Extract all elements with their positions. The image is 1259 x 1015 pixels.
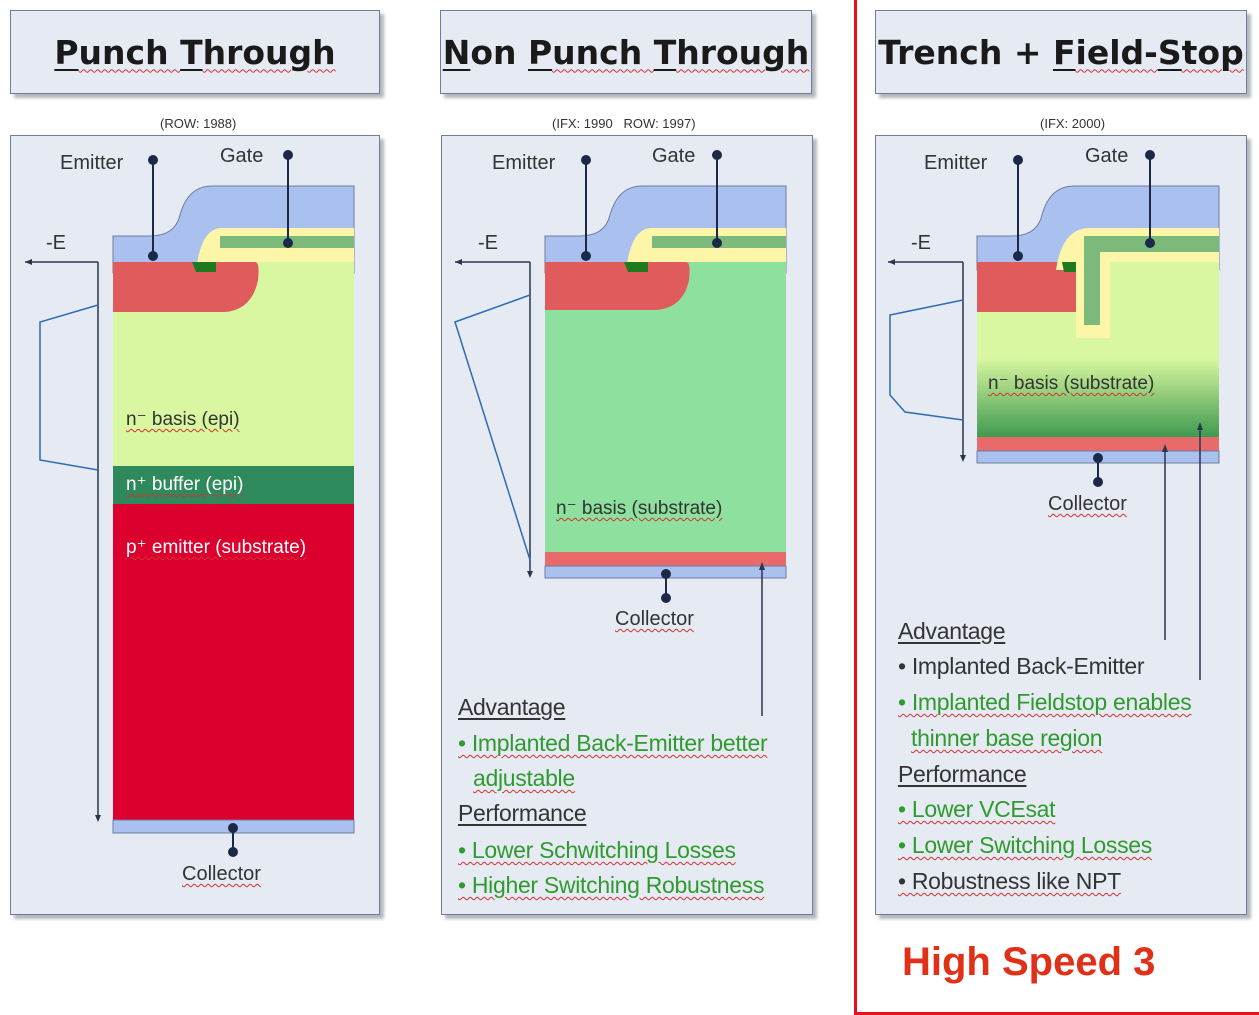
tfs-advantage-item-2: • Implanted Fieldstop enables [898,689,1192,715]
pt-basis-label: n⁻ basis (epi) [126,409,240,430]
npt-layer-n-minus [545,262,786,552]
npt-channel [624,262,648,272]
tfs-emitter-label: Emitter [924,152,988,174]
npt-p-well [545,262,690,310]
tfs-device [888,150,1220,680]
pt-p-well [113,262,259,312]
pt-channel [192,262,216,272]
tfs-advantage-item-3: thinner base region [911,725,1103,751]
separator-line [854,0,857,1015]
tfs-performance-item-3: • Robustness like NPT [898,868,1121,894]
tfs-gate-label: Gate [1085,145,1129,167]
pt-p-plus-label: p⁺ emitter (substrate) [126,537,307,558]
tfs-performance-item-1: • Lower VCEsat [898,796,1056,822]
year-caption-tfs: (IFX: 2000) [1040,116,1106,131]
year-caption-pt: (ROW: 1988) [160,116,237,131]
npt-advantage-item-1: • Implanted Back-Emitter better [458,730,768,756]
npt-back-emitter [545,552,786,566]
tfs-neg-e-label: -E [911,232,931,254]
pt-emitter-label: Emitter [60,152,124,174]
npt-performance-item-2: • Higher Switching Robustness [458,872,765,898]
tfs-field-stop [977,437,1219,451]
pt-buffer-label: n⁺ buffer (epi) [126,474,244,495]
year-caption-npt: (IFX: 1990 ROW: 1997) [552,116,696,131]
tfs-advantage-heading: Advantage [898,618,1006,644]
npt-performance-heading: Performance [458,800,587,826]
pt-layer-buffer [113,466,354,504]
npt-advantage-heading: Advantage [458,694,566,720]
highlight-frame-bottom [854,1012,1259,1015]
npt-emitter-label: Emitter [492,152,556,174]
npt-performance-item-1: • Lower Schwitching Losses [458,837,736,863]
pt-layer-p-plus [113,504,354,820]
npt-device [454,150,787,716]
npt-collector-label: Collector [615,608,694,630]
npt-neg-e-label: -E [478,232,498,254]
pt-gate-label: Gate [220,145,264,167]
tfs-advantage-item-1: • Implanted Back-Emitter [898,653,1145,679]
tfs-collector-label: Collector [1048,493,1127,515]
pt-neg-e-label: -E [46,232,66,254]
npt-advantage-item-2: adjustable [473,765,575,791]
tfs-performance-heading: Performance [898,761,1027,787]
tfs-performance-item-2: • Lower Switching Losses [898,832,1152,858]
pt-collector-label: Collector [182,863,261,885]
tfs-p-well [977,262,1078,312]
pt-device [25,150,355,857]
tfs-basis-label: n⁻ basis (substrate) [988,373,1155,394]
tfs-trench-gate [1084,236,1219,325]
high-speed-3-label: High Speed 3 [902,940,1156,984]
npt-gate-label: Gate [652,145,696,167]
npt-basis-label: n⁻ basis (substrate) [556,498,723,519]
tfs-channel [1062,262,1076,272]
